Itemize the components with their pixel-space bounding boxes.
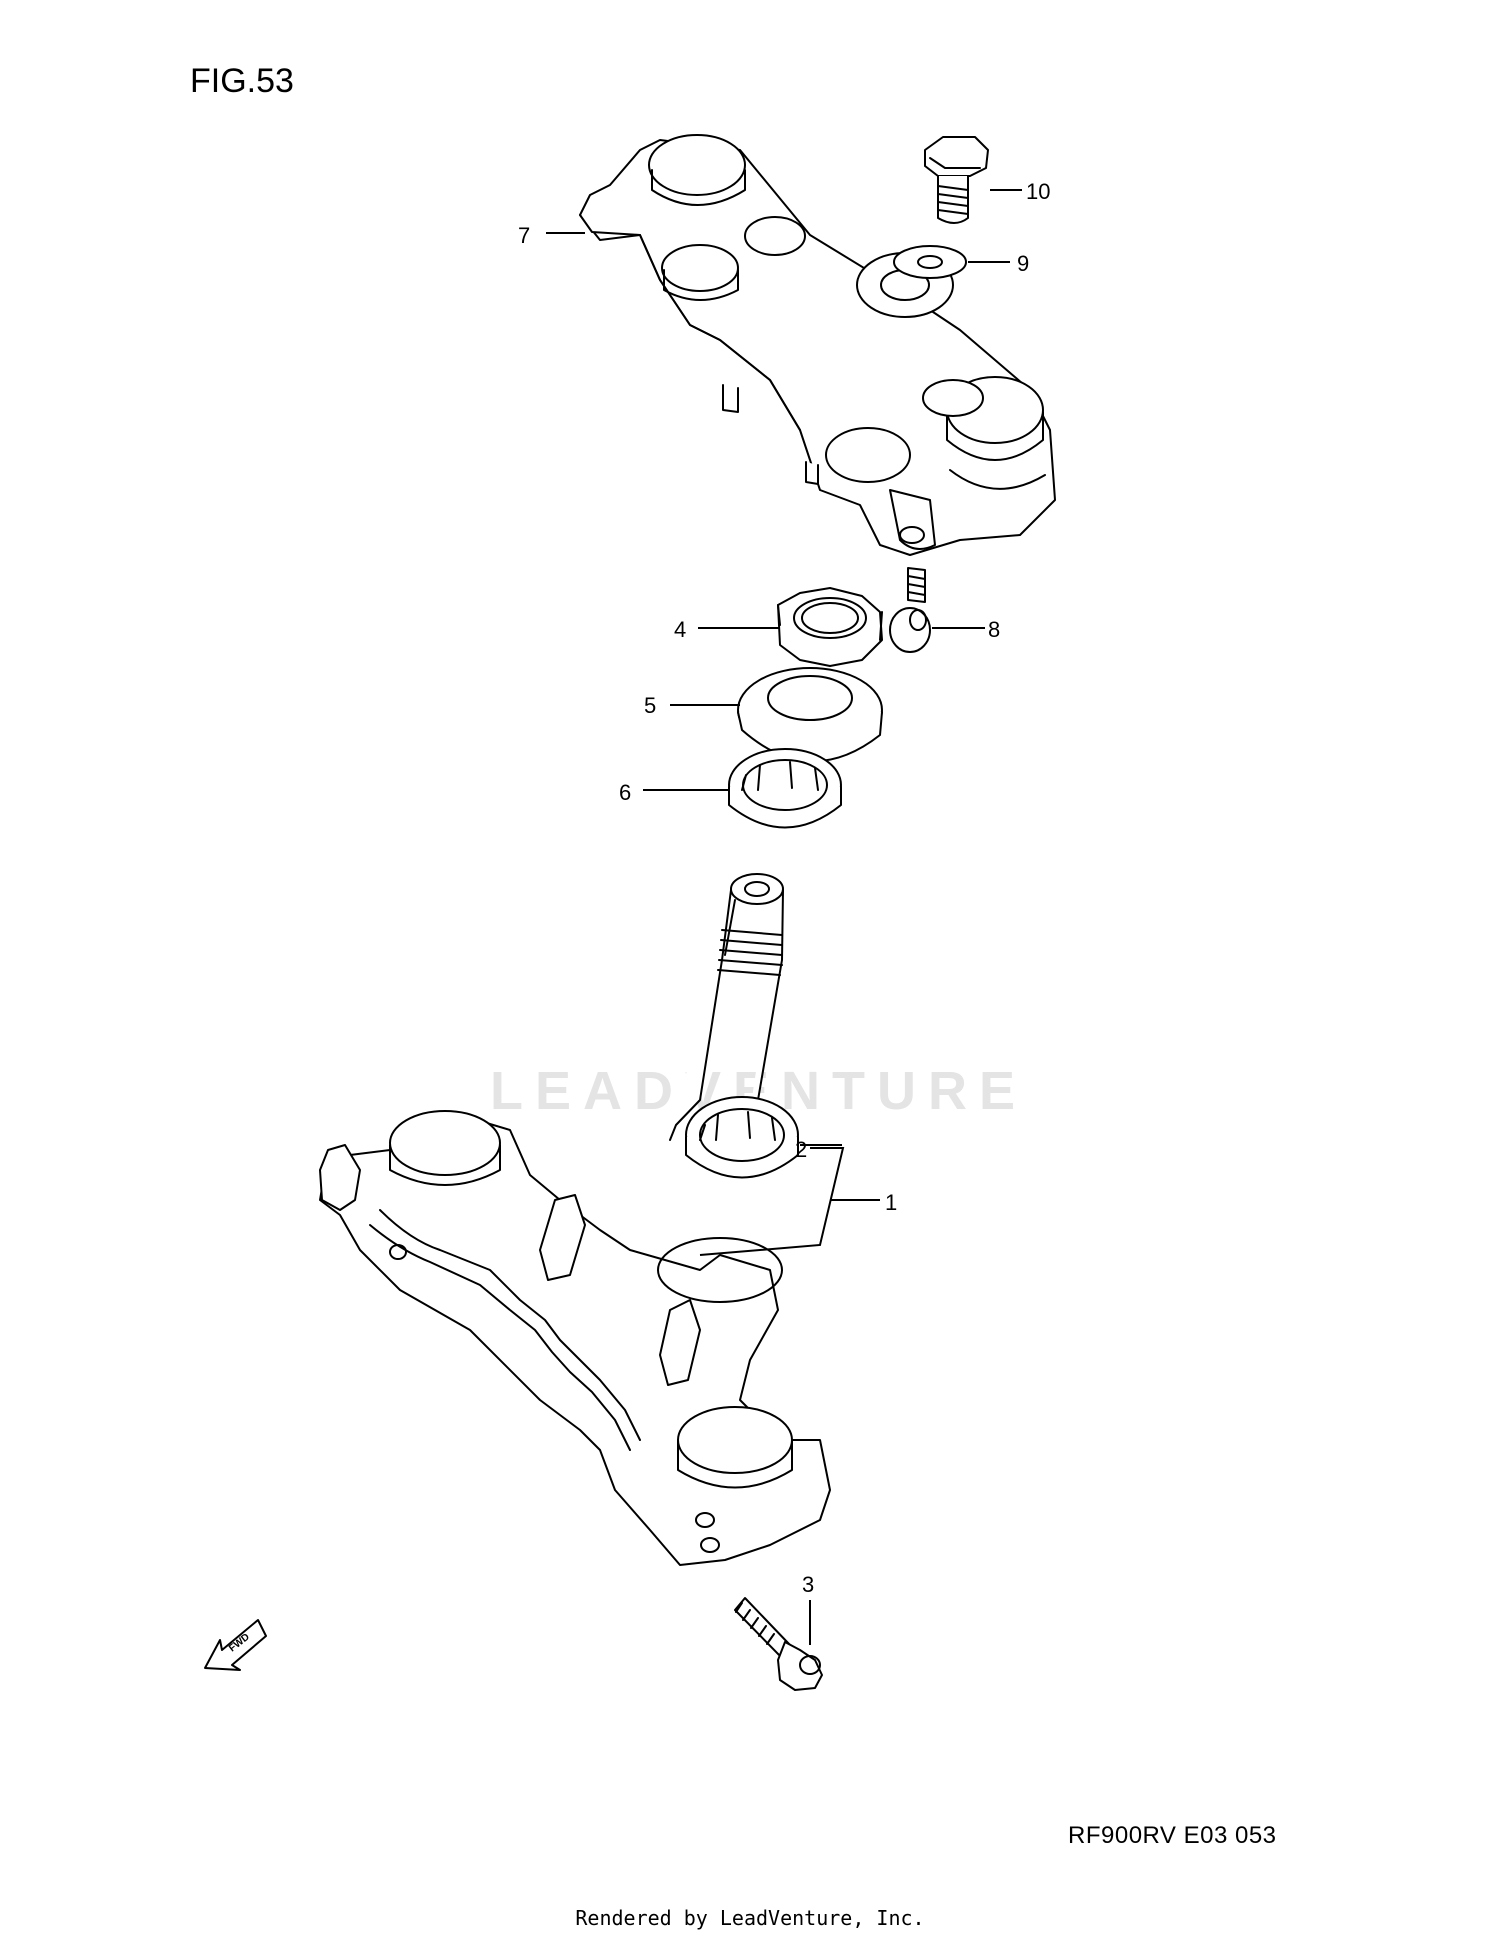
- steering-stem-1[interactable]: [319, 873, 831, 1566]
- callout-5: 5: [644, 693, 656, 718]
- callout-7: 7: [518, 223, 530, 248]
- footer-credit: Rendered by LeadVenture, Inc.: [575, 1906, 925, 1930]
- diagram-code: RF900RV E03 053: [1068, 1822, 1277, 1849]
- bolt-8[interactable]: [889, 567, 931, 653]
- stem-bearing-2[interactable]: [685, 1096, 799, 1179]
- washer-9[interactable]: [893, 245, 967, 279]
- upper-bracket[interactable]: [579, 134, 1056, 556]
- stem-nut-4[interactable]: [777, 587, 883, 667]
- callout-2: 2: [795, 1137, 807, 1162]
- callout-10: 10: [1026, 179, 1050, 204]
- callout-3: 3: [802, 1572, 814, 1597]
- callout-6: 6: [619, 780, 631, 805]
- bolt-3[interactable]: [734, 1597, 823, 1691]
- callout-1: 1: [885, 1190, 897, 1215]
- bearing-6[interactable]: [728, 748, 842, 829]
- figure-title: FIG.53: [190, 62, 294, 100]
- bolt-10[interactable]: [924, 136, 989, 224]
- callout-9: 9: [1017, 251, 1029, 276]
- callout-8: 8: [988, 617, 1000, 642]
- dust-seal-5[interactable]: [737, 667, 883, 763]
- fwd-arrow-icon: FWD: [204, 1619, 267, 1671]
- callout-4: 4: [674, 617, 686, 642]
